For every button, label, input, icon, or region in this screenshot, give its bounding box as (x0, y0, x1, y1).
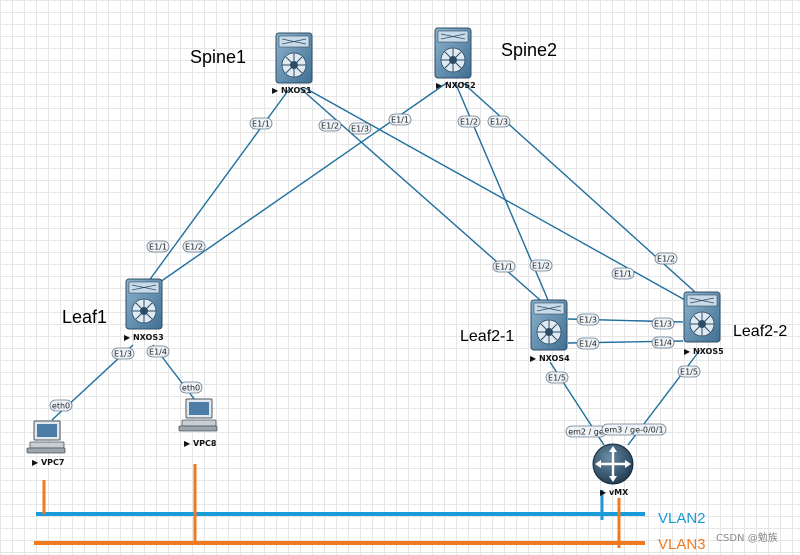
title-spine2: Spine2 (501, 40, 557, 60)
svg-text:E1/1: E1/1 (252, 120, 270, 129)
node-label-nxos1: ▶ NXOS1 (272, 86, 312, 95)
nexus-switch-icon (125, 278, 163, 330)
node-label-nxos5: ▶ NXOS5 (684, 347, 724, 356)
links (51, 81, 701, 446)
port-labels: E1/1 E1/2 E1/3 E1/1 E1/2 E1/3 E1/1 E1/2 … (49, 113, 701, 438)
svg-text:E1/5: E1/5 (548, 374, 566, 383)
device-nxos5[interactable]: ▶ NXOS5 (683, 291, 724, 356)
port-nxos3-e1-1: E1/1 (146, 240, 170, 253)
device-nxos2[interactable]: ▶ NXOS2 (434, 27, 476, 90)
svg-text:E1/1: E1/1 (495, 263, 513, 272)
vlan2-label: VLAN2 (658, 510, 706, 527)
title-spine1: Spine1 (190, 47, 246, 67)
svg-text:E1/1: E1/1 (149, 243, 167, 252)
svg-text:E1/4: E1/4 (579, 340, 597, 349)
node-label-vpc7: ▶ VPC7 (32, 458, 64, 467)
svg-text:E1/3: E1/3 (654, 320, 672, 329)
title-leaf2-1: Leaf2-1 (460, 328, 514, 345)
vlan-bars (34, 464, 645, 548)
svg-text:eth0: eth0 (52, 402, 70, 411)
svg-text:E1/2: E1/2 (657, 255, 675, 264)
vlan3-label: VLAN3 (658, 536, 706, 553)
pc-icon (26, 420, 66, 454)
svg-text:eth0: eth0 (182, 384, 200, 393)
svg-text:E1/2: E1/2 (532, 262, 550, 271)
svg-text:E1/2: E1/2 (321, 122, 339, 131)
link-nxos2-nxos3 (159, 81, 449, 283)
svg-text:E1/1: E1/1 (614, 270, 632, 279)
device-nxos4[interactable]: ▶ NXOS4 (530, 299, 570, 363)
port-nxos4-e1-2: E1/2 (529, 259, 553, 272)
port-vmx-em2: em2 / ge (565, 425, 607, 438)
nexus-switch-icon (275, 32, 313, 84)
port-nxos2-e1-3: E1/3 (487, 115, 511, 128)
device-vmx[interactable]: ▶ vMX (592, 443, 634, 497)
port-nxos4-e1-1: E1/1 (492, 260, 516, 273)
port-nxos5-e1-1: E1/1 (611, 267, 635, 280)
nexus-switch-icon (683, 291, 721, 343)
svg-text:E1/3: E1/3 (351, 125, 369, 134)
watermark: CSDN @勉族 (716, 531, 778, 544)
svg-text:E1/4: E1/4 (149, 348, 167, 357)
node-label-nxos3: ▶ NXOS3 (124, 333, 164, 342)
svg-text:E1/2: E1/2 (185, 243, 203, 252)
device-vpc7[interactable]: ▶ VPC7 (26, 420, 66, 467)
node-label-vmx: ▶ vMX (600, 488, 629, 497)
port-nxos1-e1-1: E1/1 (249, 117, 273, 130)
svg-text:E1/3: E1/3 (490, 118, 508, 127)
svg-text:E1/2: E1/2 (460, 118, 478, 127)
device-nxos3[interactable]: ▶ NXOS3 (124, 278, 164, 342)
port-nxos2-e1-2: E1/2 (457, 115, 481, 128)
port-nxos3-e1-4: E1/4 (146, 345, 170, 358)
port-nxos3-e1-2: E1/2 (182, 240, 206, 253)
port-nxos5-e1-5: E1/5 (677, 365, 701, 378)
port-nxos1-e1-2: E1/2 (318, 119, 342, 132)
port-nxos4-e1-4: E1/4 (576, 337, 600, 350)
router-icon (592, 443, 634, 485)
port-nxos4-e1-5: E1/5 (545, 371, 569, 384)
pc-icon (178, 398, 218, 432)
port-vpc8-eth0: eth0 (179, 381, 203, 394)
node-label-nxos2: ▶ NXOS2 (436, 81, 476, 90)
port-nxos3-e1-3: E1/3 (111, 347, 135, 360)
nexus-switch-icon (530, 299, 568, 351)
svg-text:E1/1: E1/1 (391, 116, 409, 125)
title-leaf2-2: Leaf2-2 (733, 323, 787, 340)
port-nxos1-e1-3: E1/3 (348, 122, 372, 135)
port-nxos4-e1-3: E1/3 (576, 313, 600, 326)
title-leaf1: Leaf1 (62, 307, 107, 327)
svg-text:E1/3: E1/3 (114, 350, 132, 359)
svg-text:E1/3: E1/3 (579, 316, 597, 325)
port-nxos5-e1-4: E1/4 (651, 336, 675, 349)
port-nxos5-e1-3: E1/3 (651, 317, 675, 330)
nexus-switch-icon (434, 27, 472, 79)
svg-text:em3 / ge-0/0/1: em3 / ge-0/0/1 (604, 426, 663, 435)
svg-text:E1/5: E1/5 (680, 368, 698, 377)
port-vpc7-eth0: eth0 (49, 399, 73, 412)
port-nxos5-e1-2: E1/2 (654, 252, 678, 265)
device-titles: Spine1 Spine2 Leaf1 Leaf2-1 Leaf2-2 (62, 40, 787, 345)
link-nxos1-nxos3 (147, 87, 291, 283)
svg-text:em2 / ge: em2 / ge (568, 428, 604, 437)
device-nxos1[interactable]: ▶ NXOS1 (272, 32, 313, 95)
port-nxos2-e1-1: E1/1 (388, 113, 412, 126)
port-vmx-em3: em3 / ge-0/0/1 (601, 423, 667, 436)
svg-text:E1/4: E1/4 (654, 339, 672, 348)
node-label-vpc8: ▶ VPC8 (184, 439, 217, 448)
device-vpc8[interactable]: ▶ VPC8 (178, 398, 218, 448)
node-label-nxos4: ▶ NXOS4 (530, 354, 570, 363)
